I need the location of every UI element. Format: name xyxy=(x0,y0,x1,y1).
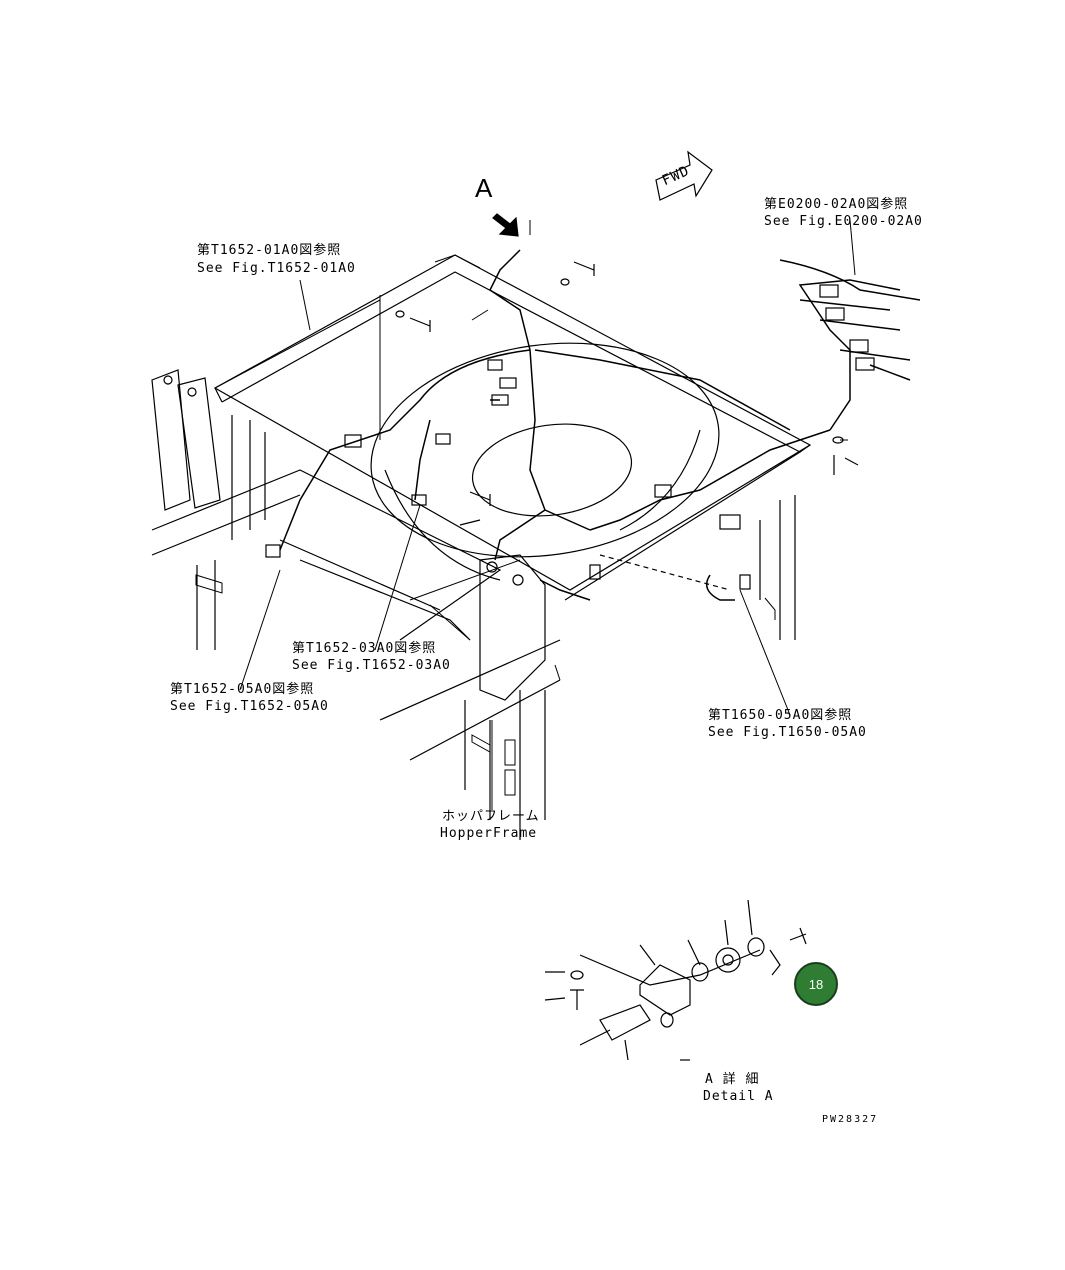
hopper-frame-top xyxy=(213,254,812,601)
view-a-arrow-icon xyxy=(492,213,519,237)
hopper-frame-label-jp: ホッパフレーム xyxy=(442,809,540,824)
connector-icons xyxy=(265,284,875,590)
detail-a-label-en: Detail A xyxy=(703,1089,774,1104)
hopper-frame-label-en: HopperFrame xyxy=(440,826,538,841)
hopper-bowl xyxy=(370,342,720,581)
detail-a-drawing xyxy=(544,899,807,1061)
bolt-icons xyxy=(395,261,844,526)
ref-t1650-05-en: See Fig.T1650-05A0 xyxy=(708,725,867,740)
hidden-line xyxy=(599,554,731,591)
left-side-brackets xyxy=(151,369,221,511)
frame-details xyxy=(195,254,776,796)
leader-lines xyxy=(239,219,859,810)
ref-t1652-01-jp: 第T1652-01A0図参照 xyxy=(197,243,342,258)
ref-t1652-01-en: See Fig.T1652-01A0 xyxy=(197,261,356,276)
fwd-arrow-icon xyxy=(655,150,713,201)
part-callout-18[interactable]: 18 xyxy=(794,962,838,1006)
ref-e0200-en: See Fig.E0200-02A0 xyxy=(764,214,923,229)
wiring-harness xyxy=(279,249,921,601)
ref-t1652-05-en: See Fig.T1652-05A0 xyxy=(170,699,329,714)
ref-t1650-05-jp: 第T1650-05A0図参照 xyxy=(708,708,853,723)
lower-frame xyxy=(151,415,796,840)
ref-t1652-05-jp: 第T1652-05A0図参照 xyxy=(170,682,315,697)
front-bracket xyxy=(479,554,546,701)
view-a-label: A xyxy=(475,173,493,203)
ref-e0200-jp: 第E0200-02A0図参照 xyxy=(764,197,909,212)
drawing-number: PW28327 xyxy=(822,1114,879,1125)
detail-a-label-jp: A 詳 細 xyxy=(705,1072,760,1087)
ref-t1652-03-en: See Fig.T1652-03A0 xyxy=(292,658,451,673)
ref-t1652-03-jp: 第T1652-03A0図参照 xyxy=(292,641,437,656)
